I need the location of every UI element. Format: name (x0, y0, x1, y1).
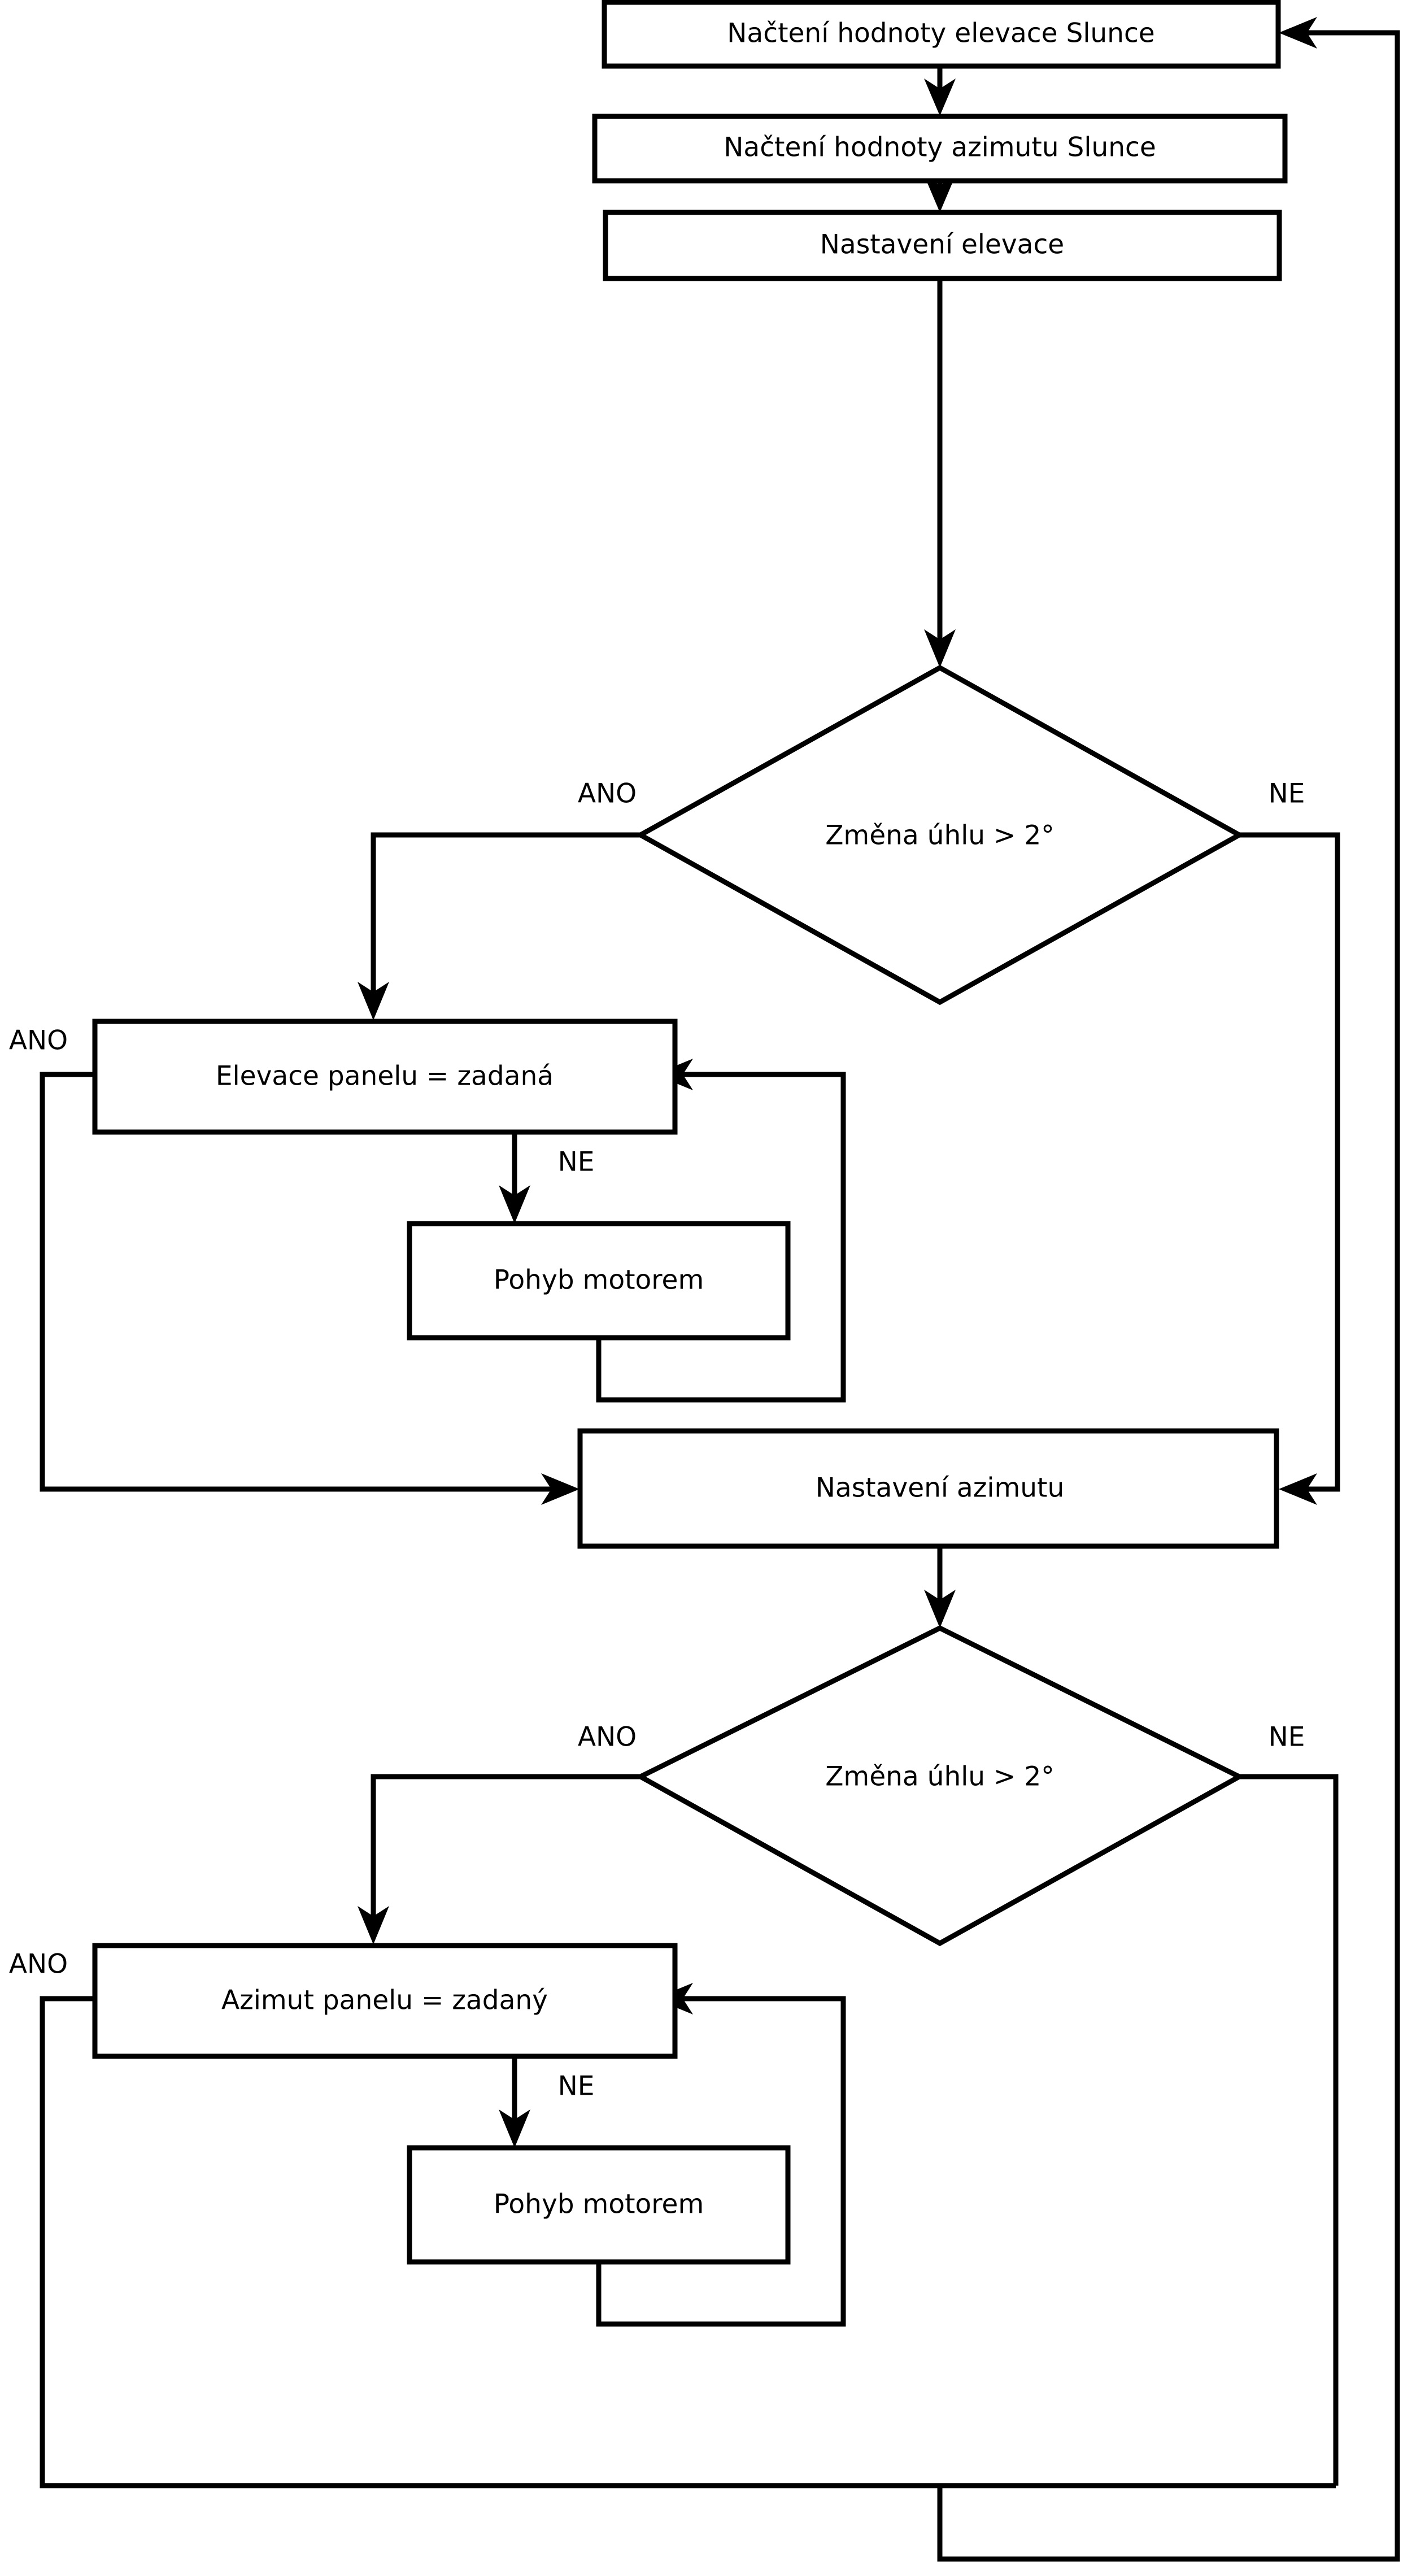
node-motor-move-azimuth[interactable]: Pohyb motorem (407, 2145, 791, 2265)
node-read-elevation[interactable]: Načtení hodnoty elevace Slunce (602, 0, 1281, 69)
node-decision-azimuth[interactable]: Změna úhlu > 2° (635, 1625, 1245, 1947)
edge-label-panel-elevation-yes: ANO (9, 1025, 68, 1056)
node-motor-move-elevation[interactable]: Pohyb motorem (407, 1221, 791, 1341)
node-panel-azimuth-equals[interactable]: Azimut panelu = zadaný (92, 1943, 678, 2059)
edge-label-decision-elevation-no: NE (1269, 778, 1305, 810)
node-read-azimuth-label: Načtení hodnoty azimutu Slunce (724, 132, 1156, 163)
edge-panel-azimuth-no (499, 2056, 530, 2148)
edge-read-elevation-to-read-azimuth (924, 66, 956, 116)
edge-decision-azimuth-yes (358, 1774, 661, 1944)
edge-label-decision-azimuth-yes: ANO (578, 1722, 637, 1753)
edge-label-panel-azimuth-yes: ANO (9, 1949, 68, 1980)
edge-panel-azimuth-yes (40, 1996, 1336, 2488)
node-read-elevation-label: Načtení hodnoty elevace Slunce (727, 18, 1154, 49)
edge-read-azimuth-to-set-elevation (924, 175, 956, 212)
node-panel-elevation-equals[interactable]: Elevace panelu = zadaná (92, 1019, 678, 1135)
node-panel-elevation-equals-label: Elevace panelu = zadaná (216, 1061, 554, 1092)
edge-set-elevation-to-decision-elevation (924, 279, 956, 668)
edge-label-panel-elevation-no: NE (558, 1147, 595, 1178)
node-motor-move-azimuth-label: Pohyb motorem (494, 2189, 704, 2220)
node-panel-azimuth-equals-label: Azimut panelu = zadaný (221, 1985, 548, 2016)
edge-decision-elevation-yes (358, 832, 661, 1020)
edge-panel-elevation-yes (40, 1072, 580, 1505)
node-set-azimuth-label: Nastavení azimutu (816, 1473, 1065, 1504)
node-motor-move-elevation-label: Pohyb motorem (494, 1265, 704, 1296)
edge-decision-azimuth-no (1239, 1774, 1339, 2486)
node-set-azimuth[interactable]: Nastavení azimutu (577, 1428, 1279, 1549)
edge-panel-elevation-no (499, 1132, 530, 1224)
node-read-azimuth[interactable]: Načtení hodnoty azimutu Slunce (592, 114, 1288, 184)
node-decision-elevation-label: Změna úhlu > 2° (825, 820, 1055, 851)
node-decision-azimuth-label: Změna úhlu > 2° (825, 1761, 1055, 1792)
node-set-elevation[interactable]: Nastavení elevace (603, 210, 1282, 281)
edge-set-azimuth-to-decision-azimuth (924, 1546, 956, 1628)
edge-label-decision-elevation-yes: ANO (578, 778, 637, 810)
node-decision-elevation[interactable]: Změna úhlu > 2° (635, 664, 1245, 1006)
edge-decision-elevation-no (1239, 832, 1340, 1505)
edge-label-panel-azimuth-no: NE (558, 2071, 595, 2102)
edge-return-to-start (937, 17, 1400, 2562)
node-set-elevation-label: Nastavení elevace (820, 229, 1064, 260)
edge-label-decision-azimuth-no: NE (1269, 1722, 1305, 1753)
